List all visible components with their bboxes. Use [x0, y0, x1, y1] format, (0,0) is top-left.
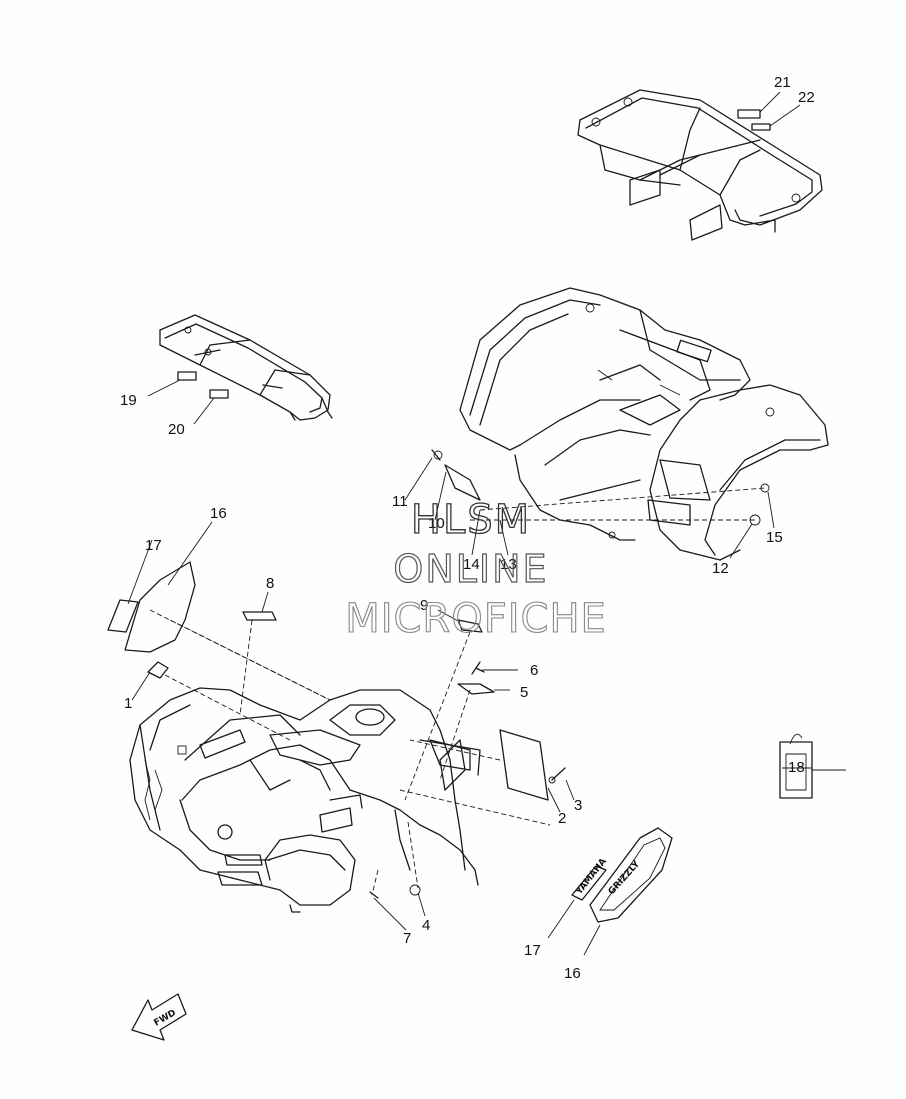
callout-19: 19	[120, 392, 137, 409]
callout-20: 20	[168, 421, 185, 438]
callout-4: 4	[422, 917, 430, 934]
callout-12: 12	[712, 560, 729, 577]
callout-3: 3	[574, 797, 582, 814]
callout-21: 21	[774, 74, 791, 91]
fwd-label: FWD	[153, 1008, 178, 1028]
callout-16-bottom: 16	[564, 965, 581, 982]
part-5-6	[439, 661, 518, 781]
emblem-16-right: GRIZZLY	[583, 827, 673, 956]
callout-11: 11	[392, 493, 408, 510]
tag-18	[779, 733, 846, 799]
rear-fender	[459, 287, 829, 561]
callout-9: 9	[420, 597, 428, 614]
callout-8: 8	[266, 575, 274, 592]
watermark: HLSM ONLINE MICROFICHE	[345, 496, 607, 642]
decal-text: YAMAHA	[574, 857, 609, 898]
callout-17-bottom: 17	[524, 942, 541, 959]
long-dash-lines	[169, 619, 551, 896]
callout-17-top: 17	[145, 537, 162, 554]
front-carrier	[159, 314, 333, 421]
rear-carrier	[577, 89, 823, 241]
callout-5: 5	[520, 684, 528, 701]
part-1	[131, 661, 291, 741]
callout-7: 7	[403, 930, 411, 947]
fwd-arrow: FWD	[131, 993, 187, 1041]
decal-8	[239, 591, 277, 716]
callout-13: 13	[500, 556, 517, 573]
callout-2: 2	[558, 810, 566, 827]
callouts: 1 2 3 4 5 6 7 8 9 10 11 12 13 14 15 16 1…	[120, 74, 815, 982]
callout-15: 15	[766, 529, 783, 546]
decal-19-20	[147, 371, 229, 425]
callout-16-top: 16	[210, 505, 227, 522]
leader-4-7	[373, 892, 426, 931]
callout-14: 14	[463, 556, 480, 573]
plate-2-3	[409, 729, 575, 813]
rear-fender-hardware	[404, 449, 775, 559]
decal-16-17-left	[107, 521, 331, 701]
decal-9	[404, 609, 483, 801]
callout-1: 1	[124, 695, 132, 712]
watermark-line3: MICROFICHE	[345, 596, 607, 642]
front-fender	[129, 687, 481, 913]
watermark-line1: HLSM	[411, 497, 531, 543]
callout-6: 6	[530, 662, 538, 679]
emblem-text: GRIZZLY	[607, 859, 643, 897]
callout-22: 22	[798, 89, 815, 106]
callout-18: 18	[788, 759, 805, 776]
callout-10: 10	[428, 515, 445, 532]
watermark-line2: ONLINE	[393, 547, 548, 591]
decal-21-22	[737, 91, 801, 131]
